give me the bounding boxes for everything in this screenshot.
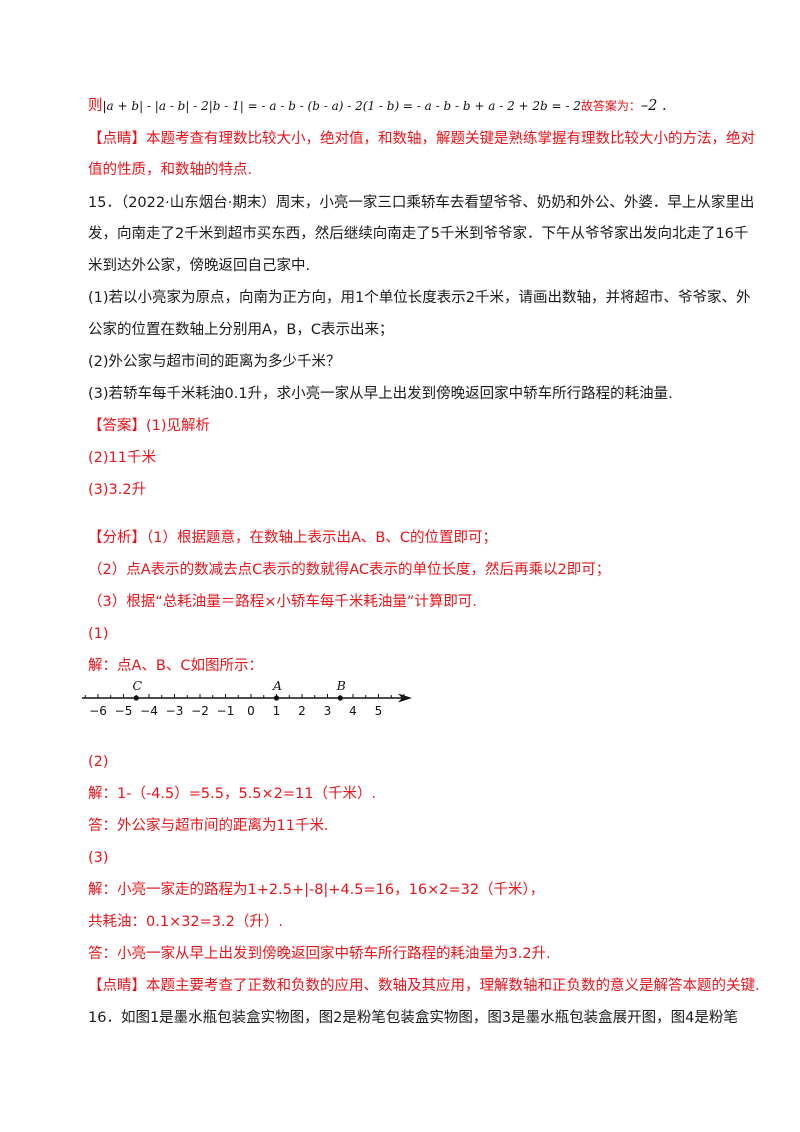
- tick-label: −3: [166, 704, 184, 718]
- solution-3-answer: 答：小亮一家从早上出发到傍晚返回家中轿车所行路程的耗油量为3.2升.: [88, 946, 551, 962]
- tick-label: −4: [140, 704, 158, 718]
- solution-2-text: 解：1-（-4.5）=5.5，5.5×2=11（千米）.: [88, 786, 377, 802]
- formula-prefix: 则: [88, 98, 103, 114]
- point-label-c: C: [132, 678, 142, 693]
- analysis-2: （2）点A表示的数减去点C表示的数就得AC表示的单位长度，然后再乘以2即可；: [88, 562, 611, 578]
- answer-1: 【答案】(1)见解析: [88, 418, 211, 434]
- tick-label: −6: [89, 704, 107, 718]
- point-b: [337, 695, 343, 701]
- tip1-line2: 值的性质，和数轴的特点.: [88, 162, 253, 178]
- q15-part1b: 公家的位置在数轴上分别用A，B，C表示出来；: [88, 322, 394, 338]
- analysis-1: 【分析】（1）根据题意，在数轴上表示出A、B、C的位置即可；: [88, 530, 497, 546]
- solution-2-head: (2): [88, 754, 109, 770]
- tick-label: −2: [191, 704, 209, 718]
- q15-part1a: (1)若以小亮家为原点，向南为正方向，用1个单位长度表示2千米，请画出数轴，并将…: [88, 290, 751, 306]
- number-line-figure: −6 −5 −4 −3 −2 −1 0 1 2 3 4 5 C A B: [82, 678, 412, 718]
- solution-3-text: 解：小亮一家走的路程为1+2.5+|-8|+4.5=16，16×2=32（千米）…: [88, 882, 545, 898]
- tick-label: −1: [217, 704, 235, 718]
- q15-part3: (3)若轿车每千米耗油0.1升，求小亮一家从早上出发到傍晚返回家中轿车所行路程的…: [88, 386, 673, 402]
- point-a: [273, 695, 280, 701]
- axis-arrow-icon: [398, 693, 412, 703]
- q15-line3: 米到达外公家，傍晚返回自己家中.: [88, 258, 311, 274]
- q15-line2: 发，向南走了2千米到超市买东西，然后继续向南走了5千米到爷爷家．下午从爷爷家出发…: [88, 226, 749, 242]
- point-label-a: A: [272, 678, 282, 693]
- answer-lead: 故答案为：: [580, 99, 641, 113]
- tick-label: 3: [324, 704, 332, 718]
- solution-1-text: 解：点A、B、C如图所示：: [88, 658, 263, 674]
- tick-label: 4: [349, 704, 357, 718]
- solution-3-oil: 共耗油：0.1×32=3.2（升）.: [88, 914, 283, 930]
- tick-label: 0: [247, 704, 255, 718]
- solution-3-head: (3): [88, 850, 109, 866]
- q15-part2: (2)外公家与超市间的距离为多少千米？: [88, 354, 341, 370]
- analysis-3: （3）根据“总耗油量＝路程×小轿车每千米耗油量”计算即可.: [88, 594, 478, 610]
- answer-3: (3)3.2升: [88, 482, 147, 498]
- q15-line1: 15．（2022·山东烟台·期末）周末，小亮一家三口乘轿车去看望爷爷、奶奶和外公…: [88, 195, 755, 211]
- tick-label: 1: [273, 704, 281, 718]
- formula: |a + b| - |a - b| - 2|b - 1| = - a - b -…: [102, 99, 581, 113]
- point-label-b: B: [336, 678, 346, 693]
- solution-2-answer: 答：外公家与超市间的距离为11千米.: [88, 818, 329, 834]
- tick-label: 2: [298, 704, 306, 718]
- solution-1-head: (1): [88, 626, 109, 642]
- q16-line: 16．如图1是墨水瓶包装盒实物图，图2是粉笔包装盒实物图，图3是墨水瓶包装盒展开…: [88, 1010, 738, 1026]
- formula-line: 则|a + b| - |a - b| - 2|b - 1| = - a - b …: [88, 96, 730, 116]
- tick-label: −5: [115, 704, 133, 718]
- answer-value: –2 .: [640, 98, 667, 114]
- point-c: [133, 695, 139, 701]
- tip2-line: 【点睛】本题主要考查了正数和负数的应用、数轴及其应用，理解数轴和正负数的意义是解…: [88, 978, 760, 994]
- tick-label: 5: [375, 704, 383, 718]
- tip1-line1: 【点睛】本题考查有理数比较大小，绝对值，和数轴，解题关键是熟练掌握有理数比较大小…: [88, 131, 755, 147]
- answer-2: (2)11千米: [88, 450, 156, 466]
